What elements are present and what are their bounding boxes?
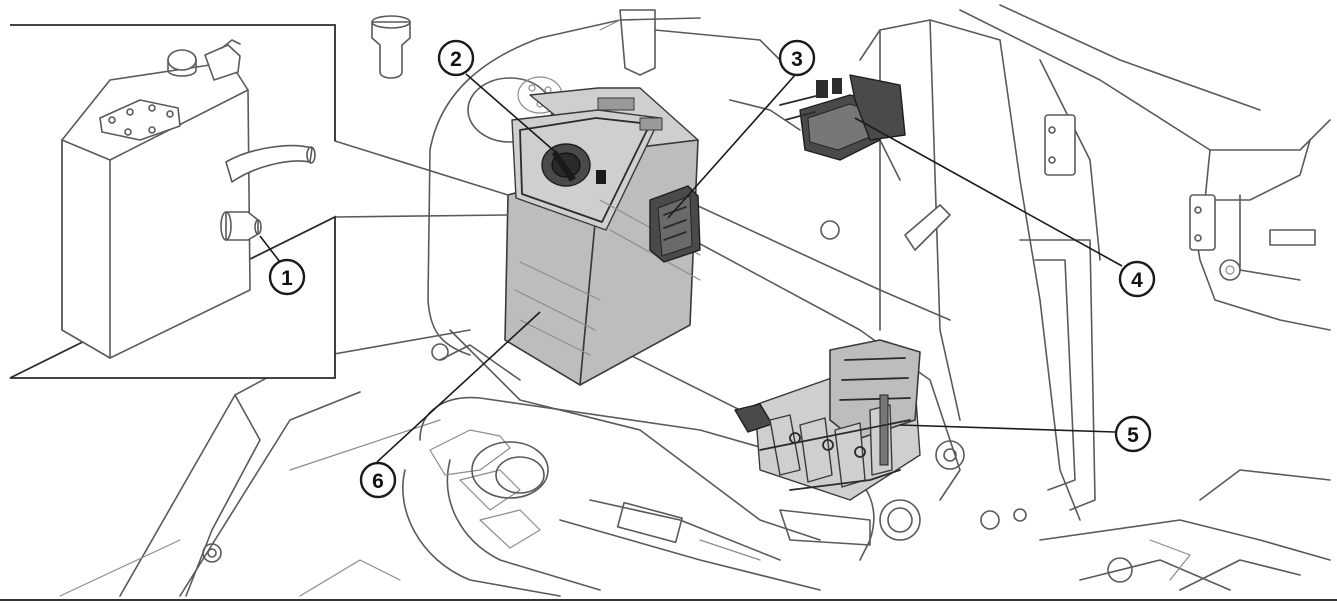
connector-block xyxy=(649,185,701,263)
callout-4: 4 xyxy=(1118,260,1156,298)
valve-block xyxy=(734,339,921,501)
callout-5-label: 5 xyxy=(1127,424,1139,447)
relay-connector xyxy=(729,74,906,161)
callout-3-label: 3 xyxy=(791,48,803,71)
inset-detail xyxy=(9,24,509,379)
callout-2-label: 2 xyxy=(450,48,462,71)
callout-6-label: 6 xyxy=(372,470,384,493)
callout-2: 2 xyxy=(437,39,475,77)
callout-3: 3 xyxy=(778,39,816,77)
callout-4-label: 4 xyxy=(1131,269,1143,292)
callout-1-label: 1 xyxy=(281,267,293,290)
callout-6: 6 xyxy=(359,461,397,499)
callout-5: 5 xyxy=(1114,415,1152,453)
leader-lines xyxy=(259,73,1123,463)
reservoir-tank xyxy=(61,39,316,359)
callout-1: 1 xyxy=(268,258,306,296)
main-switch xyxy=(541,143,606,187)
